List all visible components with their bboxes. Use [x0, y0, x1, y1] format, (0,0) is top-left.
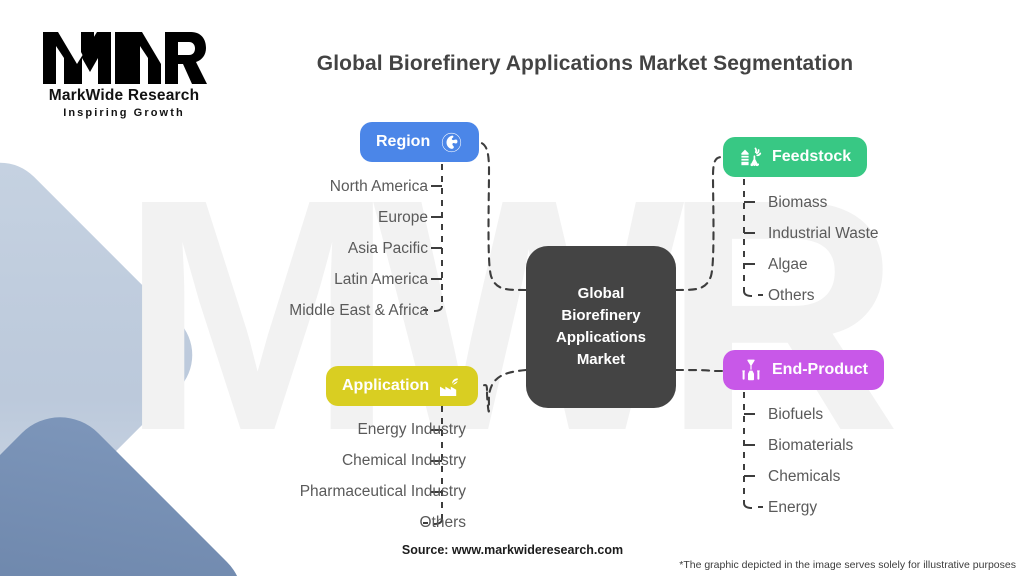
list-item: Algae	[768, 256, 808, 273]
branch-badge-application[interactable]: Application	[326, 366, 479, 406]
branch-label-feedstock: Feedstock	[772, 148, 852, 165]
branch-label-application: Application	[342, 377, 430, 394]
list-item: Energy	[768, 499, 818, 516]
center-node: Global Biorefinery Applications Market	[526, 246, 676, 408]
brand-tagline: Inspiring Growth	[63, 107, 185, 119]
grain-silo-icon	[739, 145, 763, 169]
lab-bottles-icon	[739, 358, 763, 382]
branch-items-application: Energy Industry Chemical Industry Pharma…	[300, 414, 466, 538]
globe-icon	[439, 130, 463, 154]
brand-name: MarkWide Research	[48, 87, 200, 104]
list-item: Asia Pacific	[347, 240, 428, 257]
mwr-logo-icon	[43, 32, 207, 84]
eco-factory-icon	[438, 374, 462, 398]
branch-items-endproduct: Biofuels Biomaterials Chemicals Energy	[768, 399, 853, 523]
branch-label-endproduct: End-Product	[772, 361, 868, 378]
branch-badge-feedstock[interactable]: Feedstock	[723, 137, 868, 177]
branch-label-region: Region	[376, 133, 431, 150]
brand-logo: MarkWide Research Inspiring Growth	[26, 28, 222, 128]
list-item: Others	[768, 287, 815, 304]
branch-badge-endproduct[interactable]: End-Product	[723, 350, 884, 390]
branch-items-region: North America Europe Asia Pacific Latin …	[289, 171, 428, 326]
list-item: Biofuels	[768, 406, 824, 423]
list-item: Middle East & Africa	[289, 302, 428, 319]
source-label: Source: www.markwideresearch.com	[401, 543, 624, 557]
page-title: Global Biorefinery Applications Market S…	[316, 52, 854, 75]
list-item: Others	[419, 514, 466, 531]
list-item: Biomaterials	[768, 437, 854, 454]
list-item: Pharmaceutical Industry	[299, 483, 466, 500]
list-item: Chemical Industry	[341, 452, 466, 469]
list-item: Industrial Waste	[768, 225, 879, 242]
branch-badge-region[interactable]: Region	[360, 122, 480, 162]
list-item: Latin America	[334, 271, 428, 288]
list-item: Chemicals	[768, 468, 841, 485]
list-item: Biomass	[768, 194, 828, 211]
disclaimer-note: *The graphic depicted in the image serve…	[679, 559, 1016, 571]
list-item: Europe	[378, 209, 428, 226]
list-item: Energy Industry	[357, 421, 466, 438]
branch-items-feedstock: Biomass Industrial Waste Algae Others	[768, 187, 879, 311]
list-item: North America	[329, 178, 428, 195]
